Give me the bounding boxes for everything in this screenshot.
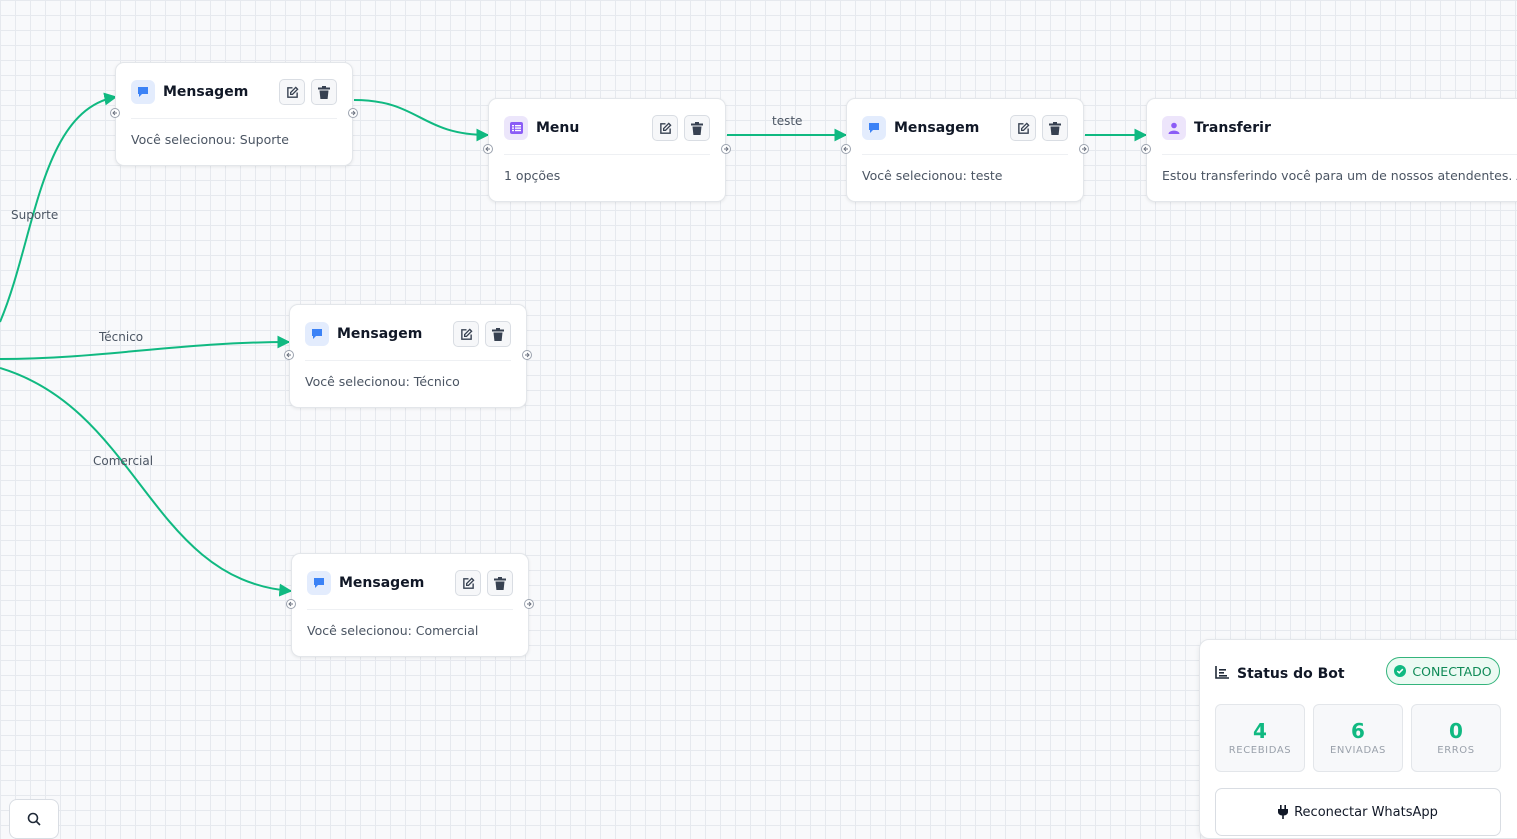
edit-icon	[286, 85, 299, 98]
node-title: Mensagem	[894, 120, 980, 136]
edit-icon	[1017, 121, 1030, 134]
edge-label-suporte: Suporte	[11, 208, 59, 222]
reconnect-label: Reconectar WhatsApp	[1294, 804, 1438, 820]
stat-value: 4	[1253, 719, 1267, 743]
node-title: Mensagem	[339, 575, 425, 591]
delete-button[interactable]	[311, 79, 337, 105]
status-title: Status do Bot	[1237, 665, 1345, 682]
node-text: Você selecionou: Suporte	[131, 132, 289, 147]
status-badge: CONECTADO	[1386, 657, 1500, 685]
node-mensagem-tecnico[interactable]: Mensagem Você selecionou: Técnico	[284, 304, 532, 408]
chat-bubble-icon	[305, 322, 329, 346]
input-handle[interactable]	[110, 108, 120, 118]
edit-button[interactable]	[279, 79, 305, 105]
node-text: Você selecionou: Comercial	[307, 623, 479, 638]
input-handle[interactable]	[286, 599, 296, 609]
node-text: Você selecionou: Técnico	[305, 374, 460, 389]
output-handle[interactable]	[721, 144, 731, 154]
node-text: 1 opções	[504, 168, 561, 183]
reconnect-whatsapp-button[interactable]: Reconectar WhatsApp	[1215, 788, 1501, 836]
edge-label-tecnico: Técnico	[99, 330, 144, 344]
edge-tecnico[interactable]	[0, 335, 291, 360]
node-title: Mensagem	[163, 84, 249, 100]
trash-icon	[691, 121, 703, 135]
output-handle[interactable]	[1079, 144, 1089, 154]
node-menu[interactable]: Menu 1 opções	[483, 98, 731, 202]
edit-button[interactable]	[1010, 115, 1036, 141]
edit-button[interactable]	[453, 321, 479, 347]
chat-bubble-icon	[862, 116, 886, 140]
stat-label: RECEBIDAS	[1228, 745, 1292, 756]
node-title: Mensagem	[337, 326, 423, 342]
delete-button[interactable]	[487, 570, 513, 596]
stat-label: ENVIADAS	[1330, 745, 1386, 756]
stat-sent: 6 ENVIADAS	[1313, 704, 1403, 772]
node-transferir[interactable]: Transferir Estou transferindo você para …	[1141, 98, 1517, 202]
node-title: Transferir	[1194, 120, 1271, 136]
delete-button[interactable]	[684, 115, 710, 141]
stat-value: 0	[1449, 719, 1463, 743]
edit-icon	[460, 327, 473, 340]
input-handle[interactable]	[841, 144, 851, 154]
node-divider	[862, 154, 1068, 155]
node-title: Menu	[536, 120, 580, 136]
edge-comercial[interactable]	[0, 367, 293, 597]
node-divider	[504, 154, 710, 155]
trash-icon	[1049, 121, 1061, 135]
edit-button[interactable]	[455, 570, 481, 596]
input-handle[interactable]	[483, 144, 493, 154]
check-circle-icon	[1394, 665, 1407, 677]
stat-label: ERROS	[1437, 745, 1475, 756]
user-icon	[1162, 116, 1186, 140]
edit-icon	[462, 576, 475, 589]
edge-label-teste: teste	[772, 114, 803, 128]
stat-value: 6	[1351, 719, 1365, 743]
output-handle[interactable]	[522, 350, 532, 360]
chat-bubble-icon	[307, 571, 331, 595]
delete-button[interactable]	[1042, 115, 1068, 141]
delete-button[interactable]	[485, 321, 511, 347]
trash-icon	[318, 85, 330, 99]
search-icon	[27, 812, 41, 826]
stat-received: 4 RECEBIDAS	[1215, 704, 1305, 772]
chart-icon	[1215, 664, 1229, 683]
output-handle[interactable]	[348, 108, 358, 118]
node-mensagem-teste[interactable]: Mensagem Você selecionou: teste	[841, 98, 1089, 202]
trash-icon	[492, 327, 504, 341]
node-text: Estou transferindo você para um de nosso…	[1162, 168, 1517, 183]
node-mensagem-comercial[interactable]: Mensagem Você selecionou: Comercial	[286, 553, 534, 657]
input-handle[interactable]	[1141, 144, 1151, 154]
edge-suporte-to-menu[interactable]	[353, 99, 490, 142]
trash-icon	[494, 576, 506, 590]
edge-label-comercial: Comercial	[93, 454, 154, 468]
node-text: Você selecionou: teste	[862, 168, 1003, 183]
plug-icon	[1278, 805, 1289, 819]
edge-suporte[interactable]	[0, 92, 118, 323]
node-divider	[305, 360, 511, 361]
stat-errors: 0 ERROS	[1411, 704, 1501, 772]
edit-button[interactable]	[652, 115, 678, 141]
bot-status-panel: Status do Bot CONECTADO 4 RECEBIDAS 6 EN…	[1199, 639, 1517, 839]
node-divider	[1162, 154, 1517, 155]
status-badge-label: CONECTADO	[1412, 663, 1492, 679]
chat-bubble-icon	[131, 80, 155, 104]
node-divider	[131, 118, 337, 119]
zoom-control-button[interactable]	[9, 799, 59, 839]
input-handle[interactable]	[284, 350, 294, 360]
node-divider	[307, 609, 513, 610]
node-mensagem-suporte[interactable]: Mensagem Você selecionou: Suporte	[110, 62, 358, 166]
edit-icon	[659, 121, 672, 134]
output-handle[interactable]	[524, 599, 534, 609]
list-icon	[504, 116, 528, 140]
